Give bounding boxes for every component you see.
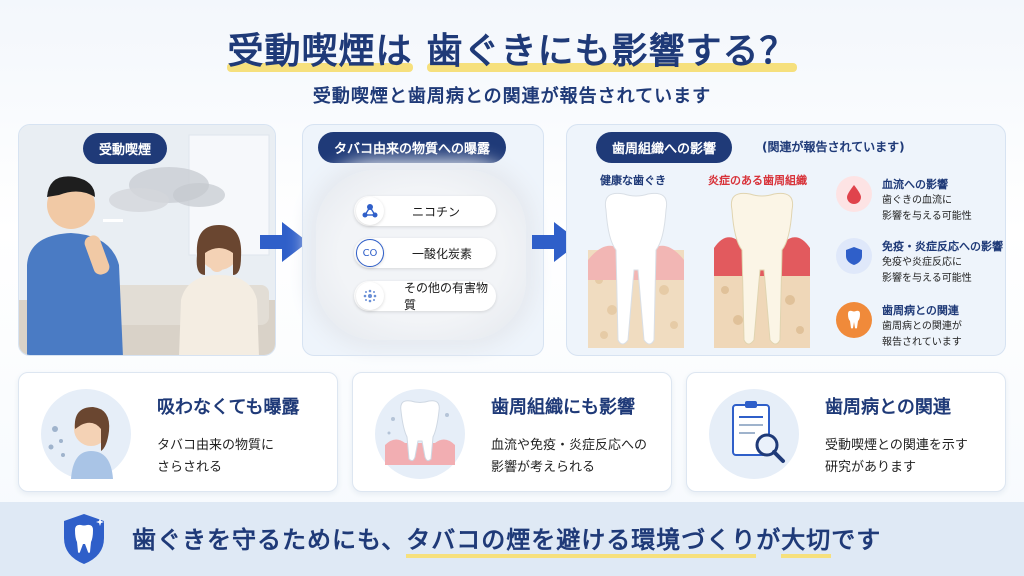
effect-title-periodontal: 歯周病との関連 (882, 304, 959, 317)
tooth-gum-icon (375, 389, 465, 479)
gum-effects-label: 歯周組織への影響 (596, 132, 733, 163)
page-title: 受動喫煙は歯ぐきにも影響する？ (0, 22, 1024, 74)
card-desc: タバコ由来の物質に さらされる (157, 438, 275, 475)
co-icon: CO (356, 239, 384, 267)
title-highlight: 歯ぐきにも影響する？ (426, 22, 797, 74)
card-exposure: 吸わなくても曝露 タバコ由来の物質に さらされる (18, 372, 338, 492)
shield-icon (836, 238, 872, 274)
effect-title-blood: 血流への影響 (882, 178, 948, 191)
substance-label: その他の有害物質 (404, 281, 489, 312)
tooth-shield-icon (64, 514, 104, 564)
card-desc: 受動喫煙との関連を示す 研究があります (825, 438, 968, 475)
card-gum-effect: 歯周組織にも影響 血流や免疫・炎症反応への 影響が考えられる (352, 372, 672, 492)
card-title: 歯周病との関連 (825, 397, 951, 418)
tooth-icon (836, 302, 872, 338)
effect-desc-blood-2: 影響を与える可能性 (882, 211, 972, 222)
effect-desc-immune-1: 免疫や炎症反応に (882, 257, 962, 268)
particles-icon (356, 282, 384, 310)
healthy-gum-label: 健康な歯ぐき (600, 174, 666, 187)
effect-desc-immune-2: 影響を与える可能性 (882, 273, 972, 284)
effect-title-immune: 免疫・炎症反応への影響 (882, 240, 1003, 253)
report-magnifier-icon (709, 389, 799, 479)
molecule-icon (356, 197, 384, 225)
effect-desc-blood-1: 歯ぐきの血流に (882, 195, 952, 206)
blood-drop-icon (836, 176, 872, 212)
card-research: 歯周病との関連 受動喫煙との関連を示す 研究があります (686, 372, 1006, 492)
effect-desc-periodontal-1: 歯周病との関連が (882, 321, 962, 332)
substance-label: 一酸化炭素 (412, 246, 473, 261)
inflamed-gum-label: 炎症のある歯周組織 (708, 174, 807, 187)
exposure-label: タバコ由来の物質への曝露 (318, 132, 507, 163)
title-prefix: 受動喫煙は (227, 22, 413, 74)
passive-smoking-panel: 受動喫煙 (18, 124, 276, 356)
effect-desc-periodontal-2: 報告されています (882, 337, 962, 348)
card-title: 吸わなくても曝露 (157, 397, 300, 418)
card-desc: 血流や免疫・炎症反応への 影響が考えられる (491, 438, 648, 475)
passive-smoking-label: 受動喫煙 (83, 133, 168, 164)
card-title: 歯周組織にも影響 (491, 397, 635, 418)
gum-effects-note: (関連が報告されています) (762, 140, 905, 154)
footer-banner: 歯ぐきを守るためにも、タバコの煙を避ける環境づくりが大切です (0, 502, 1024, 576)
inflamed-tooth-illustration (714, 192, 810, 348)
page-subtitle: 受動喫煙と歯周病との関連が報告されています (312, 86, 712, 107)
footer-message: 歯ぐきを守るためにも、タバコの煙を避ける環境づくりが大切です (132, 520, 881, 558)
woman-profile-icon (41, 389, 131, 479)
substance-label: ニコチン (412, 204, 461, 219)
healthy-tooth-illustration (588, 192, 684, 348)
